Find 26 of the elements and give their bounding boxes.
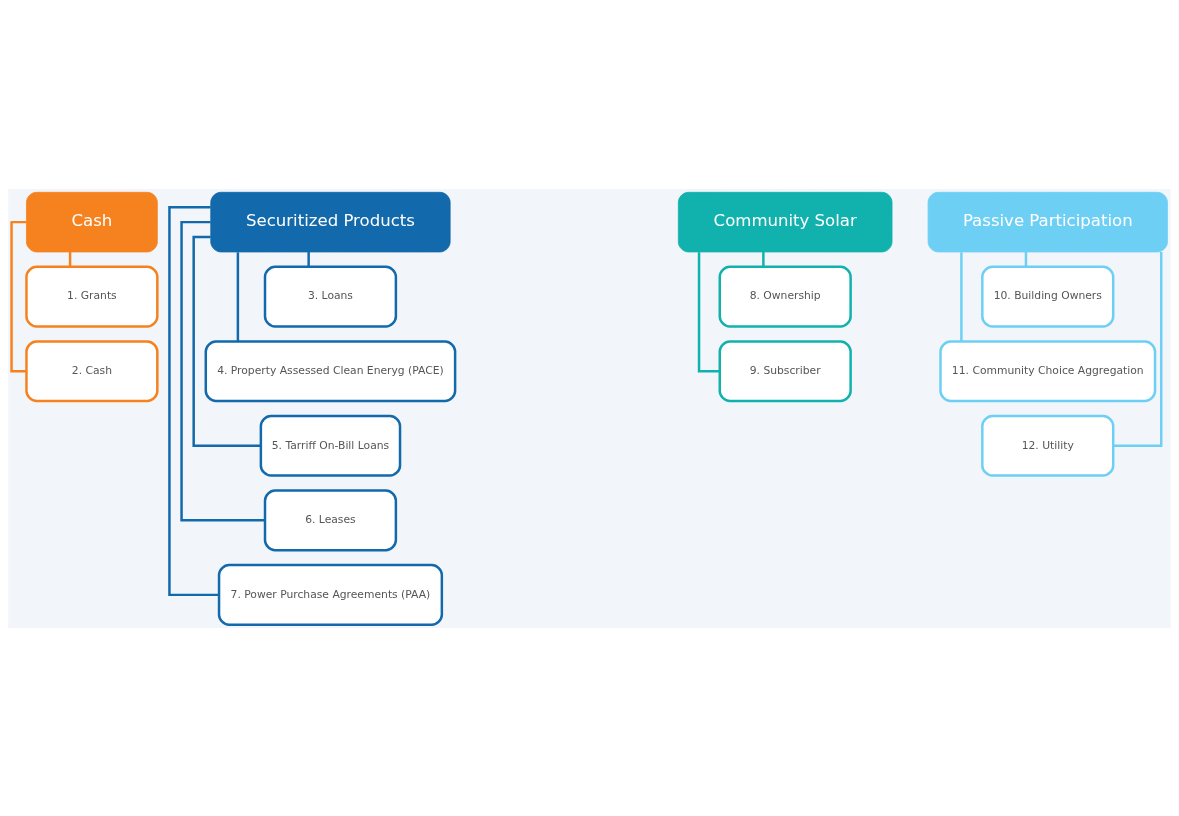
node-box: 11. Community Choice Aggregation (939, 339, 1157, 402)
node-box: 12. Utility (981, 414, 1115, 477)
node-box: 3. Loans (263, 265, 398, 328)
connector (168, 205, 219, 596)
connector (960, 251, 963, 341)
connector (307, 251, 310, 267)
node-box: 9. Subscriber (718, 339, 852, 402)
node-box: 5. Tarriff On-Bill Loans (259, 414, 402, 477)
node-box: Securitized Products (210, 191, 451, 252)
connector (762, 251, 765, 267)
connector (10, 220, 27, 372)
connector (180, 220, 265, 522)
node-box: Passive Participation (927, 191, 1168, 252)
connector (1113, 251, 1163, 447)
node-box: 7. Power Purchase Agreements (PAA) (217, 563, 444, 626)
node-box: Community Solar (677, 191, 893, 252)
node-box: 6. Leases (263, 488, 398, 551)
node-box: 10. Building Owners (981, 265, 1115, 328)
connector (192, 235, 261, 447)
node-box: 8. Ownership (718, 265, 852, 328)
node-box: 4. Property Assessed Clean Eneryg (PACE) (204, 339, 457, 402)
node-box: Cash (26, 191, 158, 252)
node-box: 1. Grants (25, 265, 159, 328)
connector (697, 251, 720, 372)
node-box: 2. Cash (25, 339, 159, 402)
connector (236, 251, 240, 341)
